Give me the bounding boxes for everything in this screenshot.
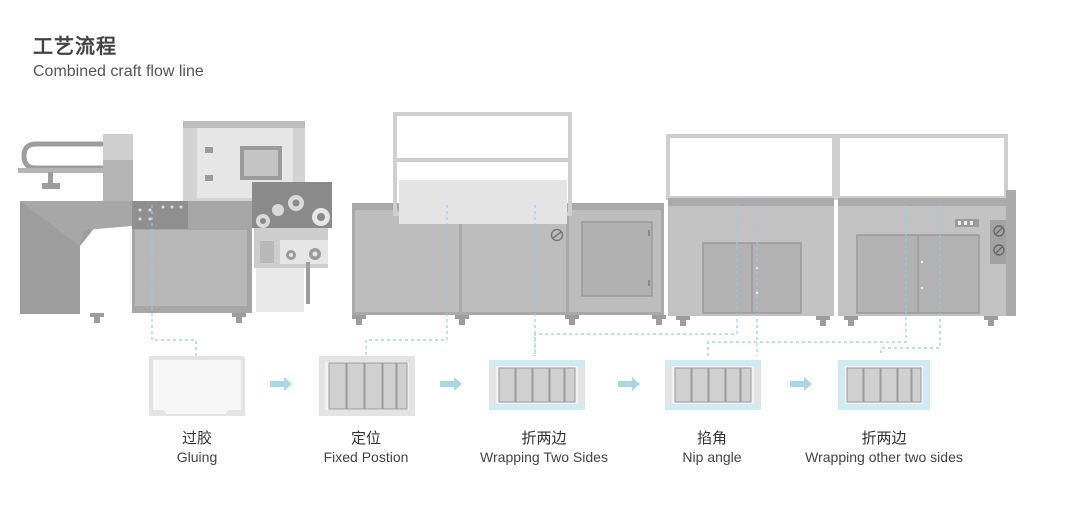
nip-angle-machine <box>666 134 836 326</box>
step-name-cn: 过胶 <box>181 429 212 447</box>
step-icon-wrapping-other-two-sides <box>838 360 930 410</box>
step-label-wrapping-other-two-sides: 折两边 Wrapping other two sides <box>805 427 963 465</box>
step-label-fixed-position: 定位 Fixed Postion <box>324 427 409 465</box>
gluing-machine <box>18 121 332 323</box>
flow-arrows <box>270 377 812 391</box>
final-wrapping-machine <box>836 134 1016 326</box>
step-name-cn: 定位 <box>350 429 382 447</box>
page-subtitle: Combined craft flow line <box>33 63 204 80</box>
step-name-cn: 掐角 <box>696 429 727 447</box>
step-icon-nip-angle <box>665 360 761 410</box>
flow-leader-lines <box>151 205 941 356</box>
step-label-nip-angle: 掐角 Nip angle <box>682 427 741 465</box>
page-title: 工艺流程 <box>33 34 117 58</box>
arrow-right-icon <box>440 377 462 391</box>
step-icon-wrapping-two-sides <box>489 360 585 410</box>
step-name-en: Wrapping Two Sides <box>480 449 608 465</box>
step-name-en: Nip angle <box>682 449 742 465</box>
step-name-cn: 折两边 <box>861 429 907 447</box>
step-label-wrapping-two-sides: 折两边 Wrapping Two Sides <box>480 427 608 465</box>
step-name-en: Fixed Postion <box>323 449 409 465</box>
arrow-right-icon <box>270 377 292 391</box>
arrow-right-icon <box>618 377 640 391</box>
step-name-cn: 折两边 <box>521 429 567 447</box>
step-icon-fixed-position <box>319 356 415 416</box>
positioning-wrapping-machine <box>352 112 666 325</box>
step-icon-gluing <box>149 356 245 416</box>
arrow-right-icon <box>790 377 812 391</box>
step-name-en: Gluing <box>176 449 218 465</box>
step-label-gluing: 过胶 Gluing <box>177 427 217 465</box>
step-name-en: Wrapping other two sides <box>805 449 963 465</box>
